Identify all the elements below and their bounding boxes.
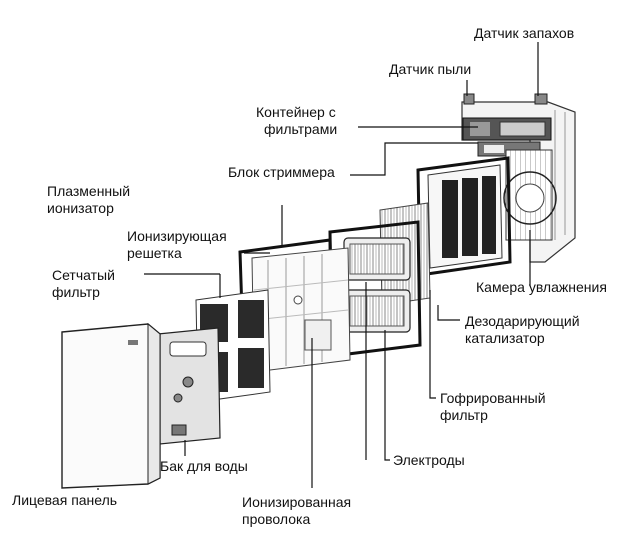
deodorizing-catalyst-part — [416, 156, 512, 277]
label-plasma-ionizer-line1: Плазменный — [47, 183, 131, 199]
filter-container-part — [462, 117, 552, 141]
label-front-panel: Лицевая панель — [12, 492, 118, 508]
label-pleated-filter-line1: Гофрированный — [440, 390, 546, 406]
label-pleated-filter-line2: фильтр — [440, 407, 488, 423]
label-streamer-unit: Блок стриммера — [228, 164, 335, 180]
label-mesh-filter-line2: фильтр — [52, 284, 100, 300]
plasma-ionizer-part — [238, 238, 351, 374]
label-mesh-filter-line1: Сетчатый — [52, 267, 115, 283]
label-ionized-wire-line1: Ионизированная — [242, 494, 352, 510]
label-dust-sensor: Датчик пыли — [389, 61, 472, 77]
label-odor-sensor: Датчик запахов — [474, 25, 575, 41]
label-plasma-ionizer-line2: ионизатор — [47, 200, 114, 216]
label-ionizing-grid-line2: решетка — [127, 245, 182, 261]
label-ionized-wire-line2: проволока — [242, 511, 311, 527]
front-panel-part — [61, 322, 161, 489]
label-filter-container-line2: фильтрами — [264, 121, 338, 137]
label-deodorizing-catalyst-line2: катализатор — [465, 330, 545, 346]
callout-lines — [97, 42, 539, 490]
water-tank-part — [157, 327, 221, 445]
label-electrodes: Электроды — [393, 452, 465, 468]
label-humidification-chamber: Камера увлажнения — [476, 279, 607, 295]
label-filter-container-line1: Контейнер с — [256, 104, 336, 120]
label-water-tank: Бак для воды — [160, 458, 248, 474]
label-ionizing-grid-line1: Ионизирующая — [127, 228, 227, 244]
humidification-chamber-part — [503, 149, 557, 241]
label-deodorizing-catalyst-line1: Дезодарирующий — [465, 313, 580, 329]
